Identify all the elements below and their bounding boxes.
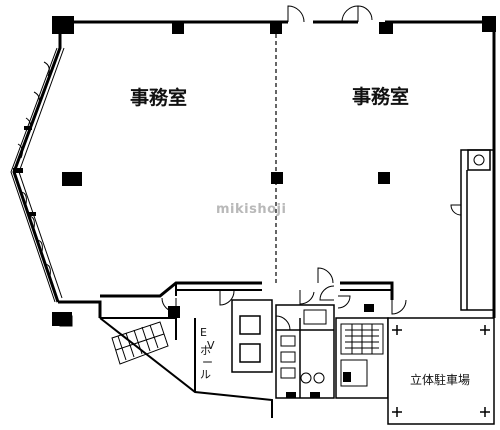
stair-treads [111,321,169,365]
ev-label-ru: ル [200,368,211,381]
ev-label-e: E [200,326,207,339]
facade-sill-marks [13,126,36,216]
toilet-fixtures [280,309,384,387]
ev-label-v: V [207,339,215,352]
watermark: mikishoji [216,202,286,217]
columns [52,16,496,326]
right-strip [460,149,495,311]
parking-markers [392,325,490,417]
side-door [450,204,462,216]
utility-dark-marks [286,304,374,398]
ev-label-choon: ー [202,356,213,369]
office-left-label: 事務室 [130,86,187,109]
facade-glazing [10,47,65,303]
toilet-grid [345,324,379,354]
drain-icon [473,154,485,166]
office-right-label: 事務室 [352,85,409,108]
ev-hall [231,299,273,373]
top-doors [287,5,373,23]
corridor-doors [219,267,351,309]
corridor-walls [175,283,392,296]
utility-doors [275,285,335,331]
ev-label-ho: ホ [200,344,211,357]
outer-walls [12,20,496,318]
stair-core [99,317,273,418]
stair-shaft-box [59,315,73,327]
parking-area [387,317,495,425]
parking-door [391,299,407,315]
parking-label: 立体駐車場 [410,372,470,387]
stair-door [161,297,177,313]
